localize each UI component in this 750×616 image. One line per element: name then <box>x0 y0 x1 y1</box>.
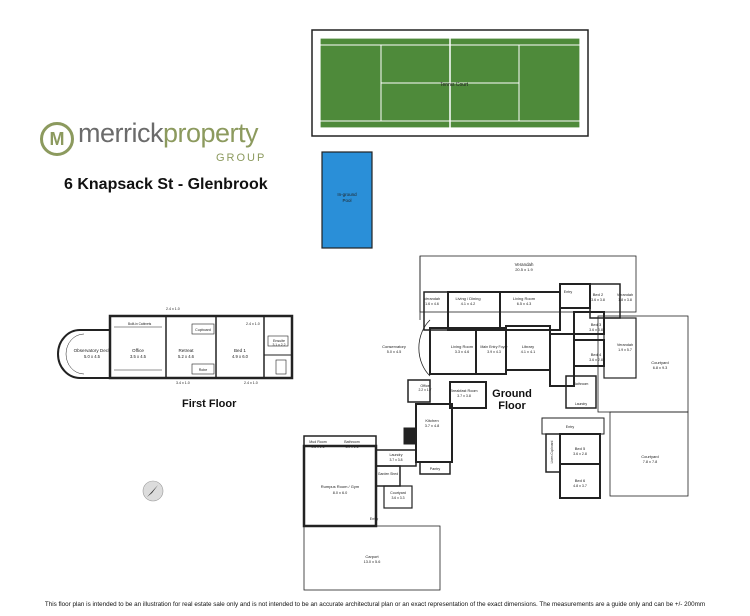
living-dining-label: Living / Dining <box>455 296 480 301</box>
bed1-label: Bed 1 <box>234 348 246 353</box>
verandah-top-label: Verandah <box>515 262 534 267</box>
disclaimer: This floor plan is intended to be an ill… <box>44 601 706 608</box>
courtyard1-label: Courtyard <box>651 360 669 365</box>
bed4-dim: 3.6 x 2.8 <box>589 358 603 362</box>
retreat-label: Retreat <box>178 348 194 353</box>
living-room-dim: 6.5 x 4.3 <box>517 302 532 306</box>
first-floor-labels: Observatory Deck 5.0 x 4.5 Office 3.5 x … <box>74 307 286 385</box>
linen-label: Linen Cupboard <box>550 440 554 463</box>
breakfast-label: Breakfast Room <box>450 389 477 393</box>
bathroom2-label: Bathroom <box>344 440 360 444</box>
courtyard2-label: Courtyard <box>641 454 659 459</box>
entry-bottom-label: Entry <box>370 517 379 521</box>
built-in-label: Built-in Cabinets <box>128 322 152 326</box>
brand-logo: M merrickproperty GROUP <box>40 118 270 174</box>
main-entry-label: Main Entry Foyer <box>480 345 508 349</box>
courtyard2-dim: 7.8 x 7.8 <box>643 460 658 464</box>
courtyard1-dim: 6.8 x 9.3 <box>653 366 668 370</box>
ground-floor-labels: Verandah 20.5 x 1.9 Verandah 1.6 x 4.6 L… <box>309 262 669 564</box>
dim-d: 2.4 x 1.0 <box>244 381 258 385</box>
entry-mid-label: Entry <box>566 425 575 429</box>
courtyard3-label: Courtyard <box>390 491 406 495</box>
ground-floor-title: Ground Floor <box>492 388 532 412</box>
laundry-small-label: Laundry <box>575 402 588 406</box>
kitchen-label: Kitchen <box>425 418 438 423</box>
living-room-label: Living Room <box>513 296 536 301</box>
verandah-right2-label: Verandah <box>617 343 633 347</box>
courtyard3-dim: 3.6 x 3.3 <box>391 496 404 500</box>
verandah-right-label: Verandah <box>617 293 633 297</box>
bed1-dim: 4.9 x 6.0 <box>232 354 249 359</box>
bed4-label: Bed 4 <box>591 352 602 357</box>
observatory-label: Observatory Deck <box>74 348 111 353</box>
pantry-label: Pantry <box>430 467 441 471</box>
rumpus-dim: 8.0 x 6.0 <box>333 491 348 495</box>
tennis-court: Tennis Court <box>311 29 589 137</box>
library-dim: 4.1 x 4.1 <box>521 350 536 354</box>
mud-room-label: Mud Room <box>309 440 327 444</box>
laundry-label: Laundry <box>390 453 403 457</box>
bed2-dim: 3.6 x 3.8 <box>591 298 605 302</box>
pool: In-ground Pool <box>321 151 373 249</box>
cupboard-label: Cupboard <box>195 328 211 332</box>
bed3-dim: 3.6 x 3.8 <box>589 328 603 332</box>
bed3-label: Bed 3 <box>591 322 602 327</box>
verandah-left-dim: 1.6 x 4.6 <box>425 302 439 306</box>
entry-top-label: Entry <box>564 290 573 294</box>
living-dining-dim: 4.1 x 4.2 <box>461 302 476 306</box>
logo-group: GROUP <box>216 152 267 164</box>
retreat-dim: 5.2 x 4.6 <box>178 354 195 359</box>
office-dim: 3.5 x 4.5 <box>130 354 147 359</box>
ensuite-label: Ensuite <box>273 339 285 343</box>
property-address: 6 Knapsack St - Glenbrook <box>64 176 268 193</box>
robe-label: Robe <box>199 368 208 372</box>
bed6-dim: 4.8 x 3.7 <box>573 484 587 488</box>
bed5-label: Bed 5 <box>575 446 586 451</box>
laundry-dim: 3.7 x 3.8 <box>389 458 402 462</box>
pool-label-line2: Pool <box>342 198 351 203</box>
compass-icon <box>142 480 164 502</box>
carport-label: Carport <box>365 554 379 559</box>
bed5-dim: 3.6 x 2.8 <box>573 452 587 456</box>
office-gf-dim: 2.2 x 1.7 <box>418 388 431 392</box>
tennis-label: Tennis Court <box>440 82 469 88</box>
bathroom-label: Bathroom <box>574 382 589 386</box>
breakfast-dim: 3.7 x 3.8 <box>457 394 471 398</box>
bed2-label: Bed 2 <box>593 292 604 297</box>
rumpus-label: Rumpus Room / Gym <box>321 484 360 489</box>
conservatory-dim: 5.0 x 4.5 <box>387 350 402 354</box>
office-label: Office <box>132 348 144 353</box>
logo-wordmark: merrickproperty <box>78 118 259 149</box>
verandah-right-dim: 1.8 x 3.8 <box>618 298 632 302</box>
dim-a: 2.4 x 1.0 <box>166 307 180 311</box>
mud-room-dim: 2.8 x 2.6 <box>311 445 324 449</box>
kitchen-dim: 3.7 x 4.8 <box>425 424 440 428</box>
first-floor-plan <box>57 314 294 380</box>
living-room2-dim: 3.3 x 4.6 <box>455 350 470 354</box>
conservatory-label: Conservatory <box>382 344 406 349</box>
observatory-dim: 5.0 x 4.5 <box>84 354 101 359</box>
bed6-label: Bed 6 <box>575 478 586 483</box>
carport-dim: 13.0 x 5.6 <box>364 560 381 564</box>
dim-b: 2.4 x 1.0 <box>246 322 260 326</box>
logo-word-1: merrick <box>78 118 164 148</box>
dim-c: 3.4 x 1.0 <box>176 381 190 385</box>
verandah-left-label: Verandah <box>424 297 440 301</box>
verandah-top-dim: 20.5 x 1.9 <box>515 267 533 272</box>
first-floor-title: First Floor <box>182 398 237 410</box>
bathroom2-dim: 3.0 x 2.6 <box>345 445 358 449</box>
library-label: Library <box>522 344 534 349</box>
ground-floor-plan <box>302 255 689 591</box>
garden-shed-label: Garden Shed <box>378 472 398 476</box>
logo-mark-icon: M <box>40 122 74 156</box>
main-entry-dim: 3.9 x 4.3 <box>487 350 501 354</box>
living-room2-label: Living Room <box>451 344 474 349</box>
logo-word-2: property <box>163 118 259 148</box>
ensuite-dim: 3.1 x 2.2 <box>272 343 285 347</box>
office-gf-label: Office <box>420 384 429 388</box>
pool-label-line1: In-ground <box>337 192 357 197</box>
verandah-right2-dim: 1.9 x 5.7 <box>618 348 632 352</box>
